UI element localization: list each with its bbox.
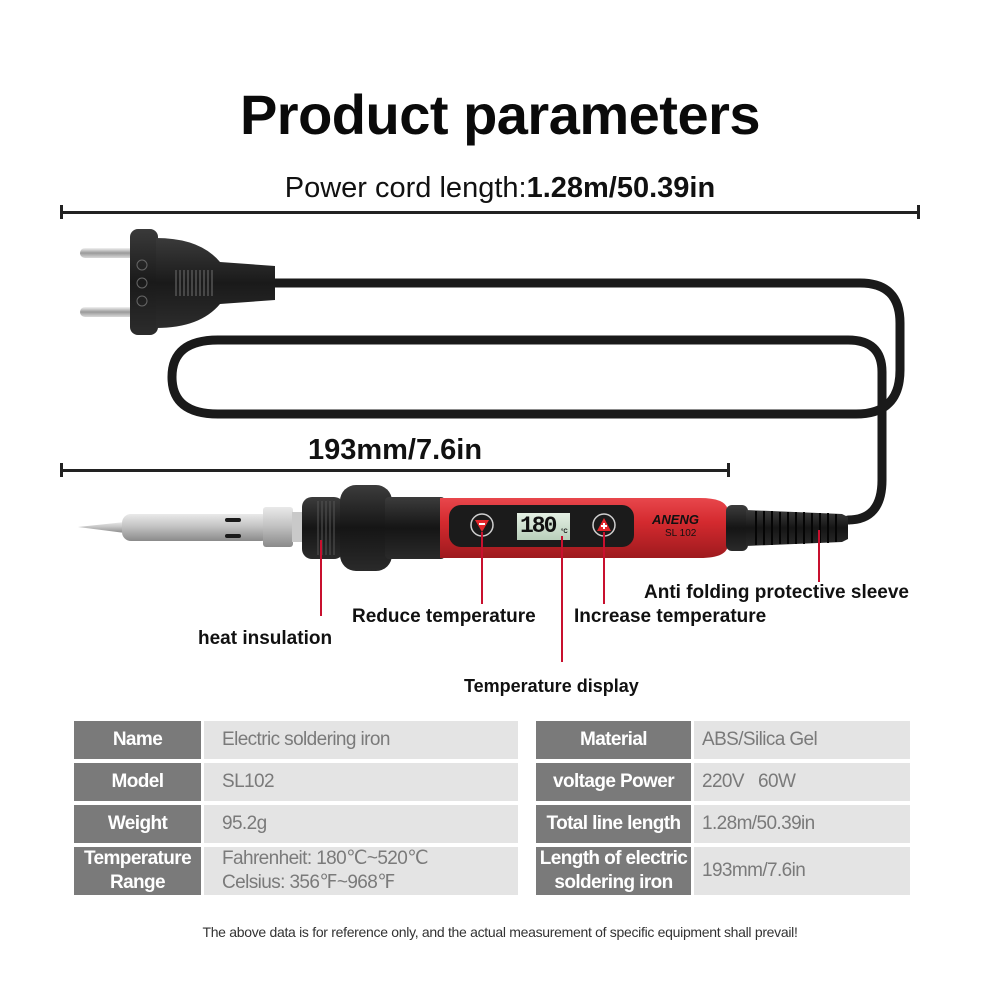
spec-value: 95.2g xyxy=(204,805,518,843)
eu-plug xyxy=(80,229,275,335)
cord-label-value: 1.28m/50.39in xyxy=(526,172,716,204)
spec-label-line: soldering iron xyxy=(554,872,673,893)
anti-folding-leader xyxy=(818,530,820,582)
spec-label: Total line length xyxy=(536,805,691,843)
iron-length-label: 193mm/7.6in xyxy=(307,434,483,466)
spec-label: voltage Power xyxy=(536,763,691,801)
table-row: Model SL102 xyxy=(74,763,518,801)
table-row: Name Electric soldering iron xyxy=(74,721,518,759)
brand-logo: ANENG xyxy=(652,512,699,527)
power-cord-length-label: Power cord length:1.28m/50.39in xyxy=(0,172,1000,205)
cord-label-prefix: Power cord length: xyxy=(284,172,527,204)
spec-label-line: Range xyxy=(109,872,166,893)
spec-label: Model xyxy=(74,763,201,801)
table-row: Temperature Range Fahrenheit: 180℃~520℃ … xyxy=(74,847,518,895)
spec-value: ABS/Silica Gel xyxy=(694,721,910,759)
spec-value-line: Celsius: 356℉~968℉ xyxy=(222,872,395,893)
spec-value: 220V 60W xyxy=(694,763,910,801)
callout-anti-folding: Anti folding protective sleeve xyxy=(644,582,909,603)
table-row: voltage Power 220V 60W xyxy=(536,763,910,801)
spec-value-line: Fahrenheit: 180℃~520℃ xyxy=(222,848,429,869)
cord-dimension-cap-left xyxy=(60,205,63,219)
table-row: Weight 95.2g xyxy=(74,805,518,843)
spec-label: Name xyxy=(74,721,201,759)
lcd-temperature-value: 180 xyxy=(520,513,557,539)
anti-folding-sleeve xyxy=(726,505,848,551)
callout-heat-insulation: heat insulation xyxy=(198,628,333,649)
increase-temperature-leader xyxy=(603,532,605,604)
soldering-tip xyxy=(78,507,304,547)
power-cord xyxy=(167,278,905,525)
spec-value: SL102 xyxy=(204,763,518,801)
spec-label: Weight xyxy=(74,805,201,843)
handle-body xyxy=(440,498,728,558)
heat-insulation-leader xyxy=(320,540,322,616)
spec-label-line: Temperature xyxy=(83,848,192,869)
spec-label: Temperature Range xyxy=(74,847,201,895)
page-title: Product parameters xyxy=(239,83,761,146)
callout-increase-temperature: Increase temperature xyxy=(574,606,767,627)
spec-label: Length of electric soldering iron xyxy=(536,847,691,895)
cord-dimension-cap-right xyxy=(917,205,920,219)
callout-temperature-display: Temperature display xyxy=(464,676,639,696)
spec-value: 1.28m/50.39in xyxy=(694,805,910,843)
temperature-display-leader xyxy=(561,536,563,662)
spec-label: Material xyxy=(536,721,691,759)
lcd-temperature-unit: °C xyxy=(561,529,568,535)
table-row: Total line length 1.28m/50.39in xyxy=(536,805,910,843)
callout-reduce-temperature: Reduce temperature xyxy=(352,606,536,627)
cord-dimension-line xyxy=(60,211,920,214)
spec-table-right: Material ABS/Silica Gel voltage Power 22… xyxy=(533,717,913,899)
spec-value: Fahrenheit: 180℃~520℃ Celsius: 356℉~968℉ xyxy=(204,847,518,895)
spec-label-line: Length of electric xyxy=(539,848,688,869)
table-row: Length of electric soldering iron 193mm/… xyxy=(536,847,910,895)
disclaimer-note: The above data is for reference only, an… xyxy=(202,924,798,940)
model-mark: SL 102 xyxy=(665,528,697,539)
soldering-iron-illustration xyxy=(60,229,905,571)
table-row: Material ABS/Silica Gel xyxy=(536,721,910,759)
spec-value: Electric soldering iron xyxy=(204,721,518,759)
heat-insulation-collar xyxy=(302,485,445,571)
reduce-temperature-leader xyxy=(481,532,483,604)
spec-value: 193mm/7.6in xyxy=(694,847,910,895)
spec-table-left: Name Electric soldering iron Model SL102… xyxy=(71,717,521,899)
